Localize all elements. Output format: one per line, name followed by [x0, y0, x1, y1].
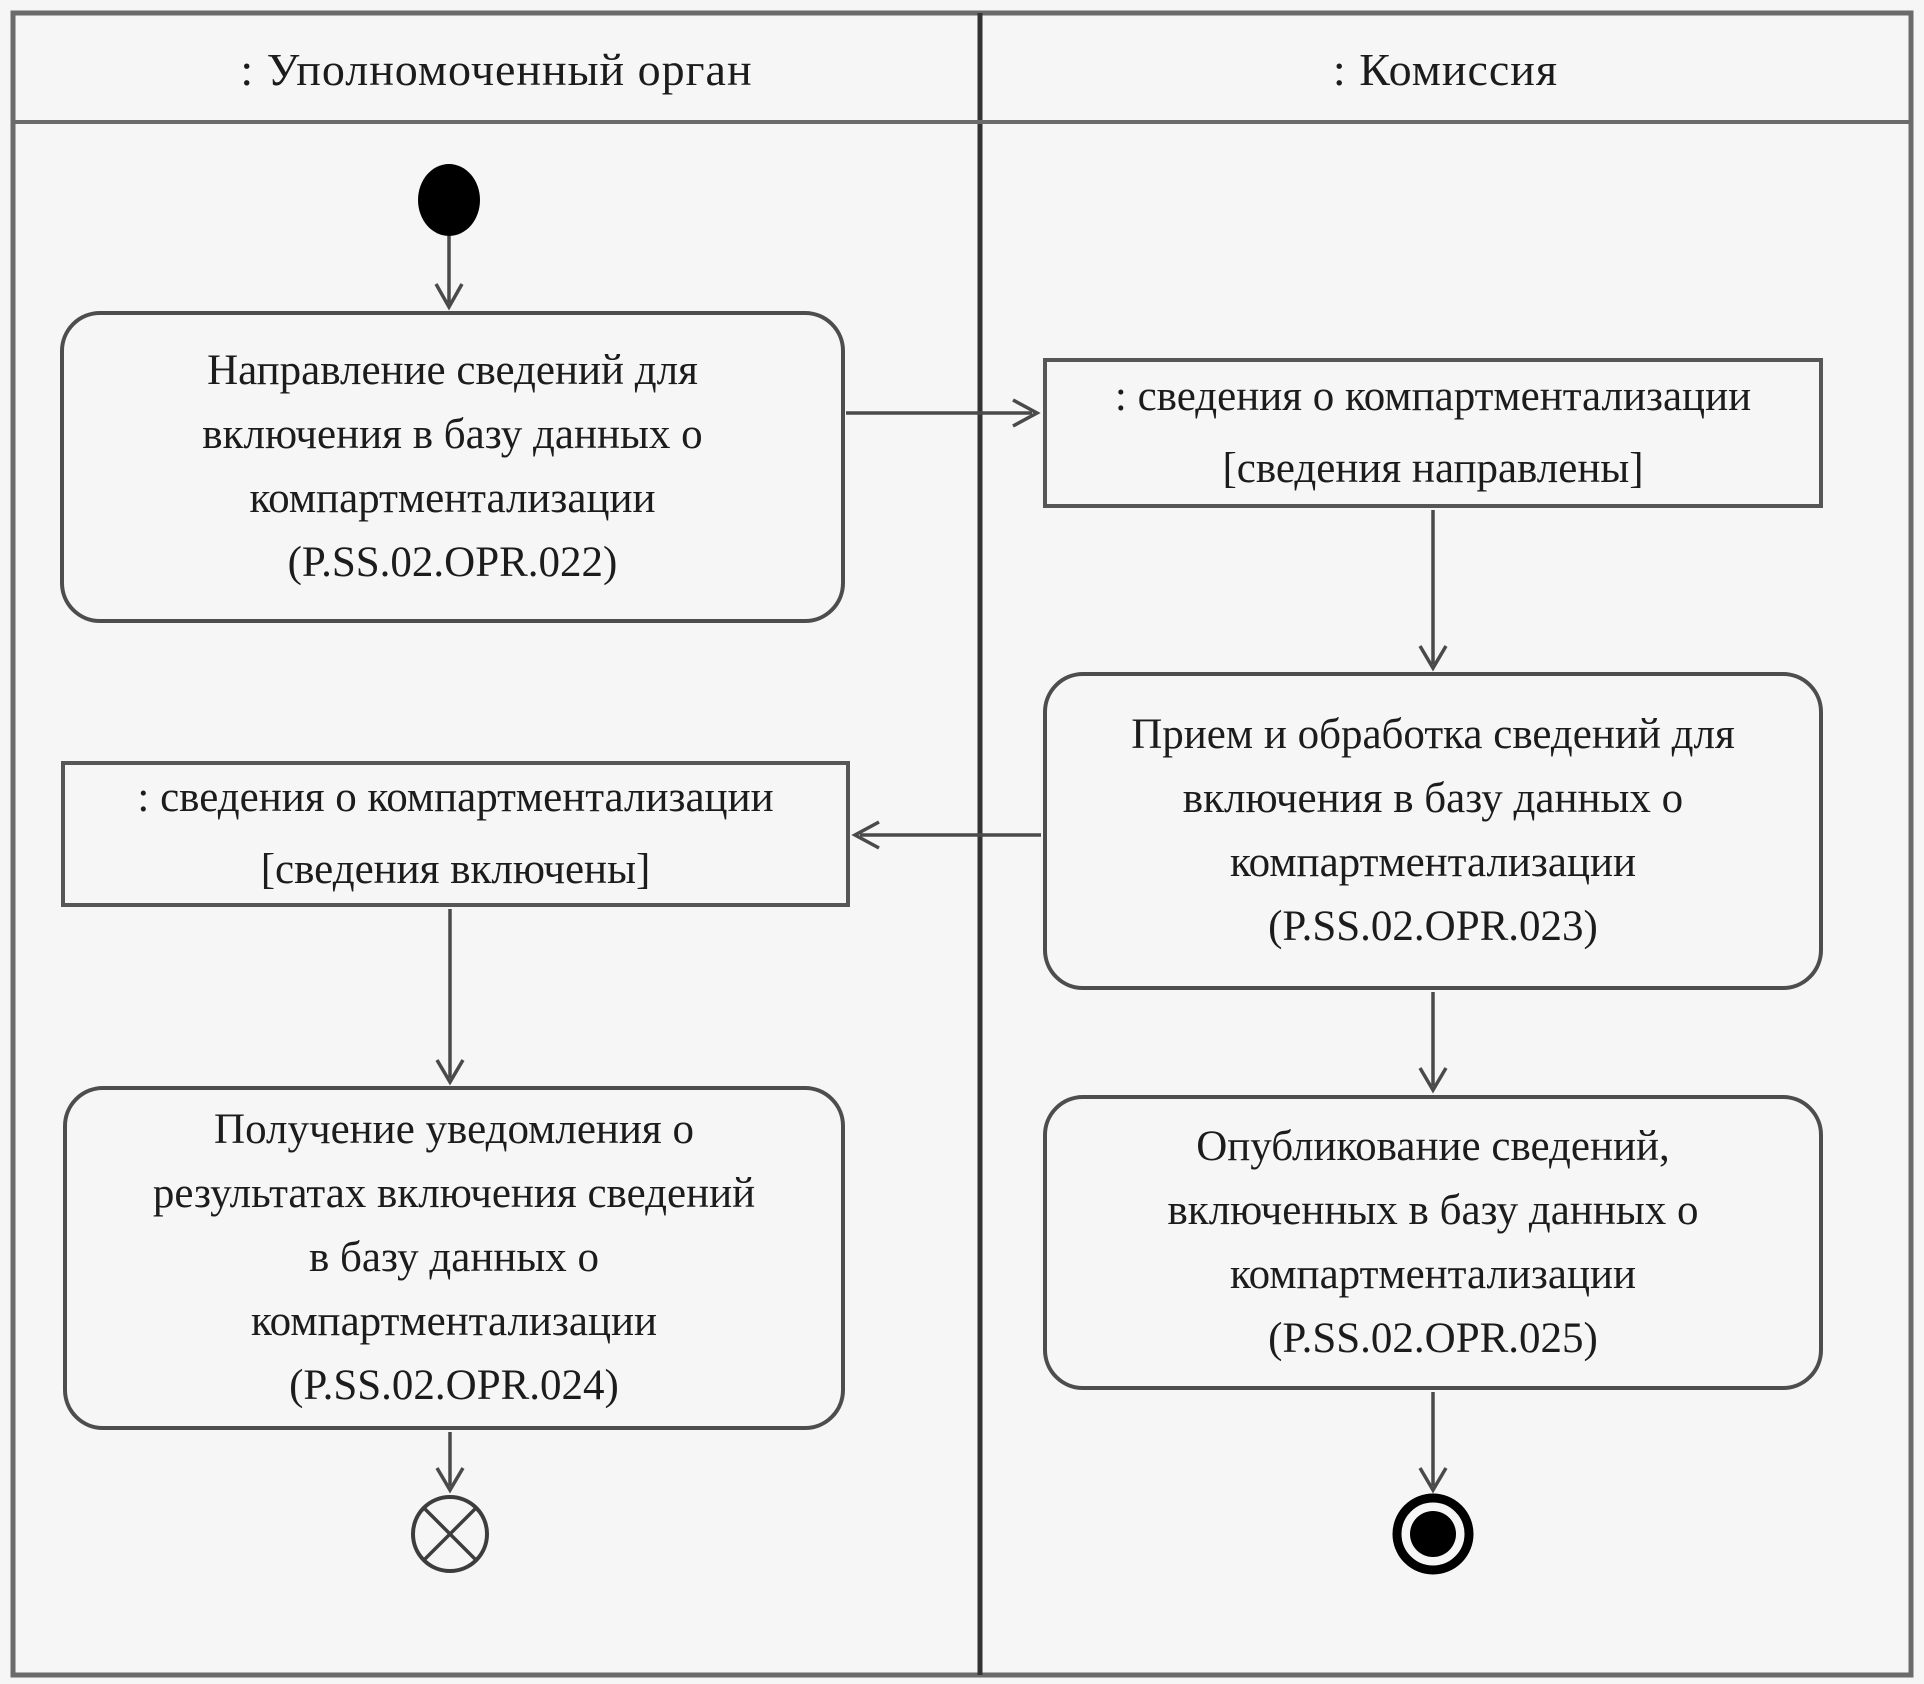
- activity-text-line: в базу данных о: [309, 1234, 599, 1281]
- activity-final-node-icon: [1392, 1493, 1474, 1575]
- arrowhead-down-icon: [1418, 645, 1448, 672]
- activity-text-line: включения в базу данных о: [202, 411, 703, 458]
- activity-text-line: компартментализации: [250, 1298, 658, 1345]
- object-text-line: [сведения включены]: [260, 846, 651, 893]
- activity-text-line: результатах включения сведений: [152, 1170, 756, 1217]
- edge-start-to-022: [434, 236, 464, 311]
- arrowhead-down-icon: [434, 283, 464, 311]
- object-text-line: : сведения о компартментализации: [137, 774, 774, 821]
- edge-023-to-025: [1418, 992, 1448, 1094]
- activity-text-line: (P.SS.02.OPR.022): [287, 539, 618, 586]
- edge-023-to-object-b: [851, 820, 1041, 850]
- activity-text-line: Прием и обработка сведений для: [1131, 711, 1735, 758]
- activity-text-line: компартментализации: [1229, 1250, 1637, 1298]
- activity-box-opr-022: Направление сведений для включения в баз…: [60, 311, 845, 623]
- arrowhead-right-icon: [1012, 398, 1041, 428]
- activity-text-line: Получение уведомления о: [214, 1106, 694, 1153]
- object-text-line: : сведения о компартментализации: [1114, 373, 1752, 420]
- swimlane-frame: [10, 10, 1914, 1678]
- edge-024-to-flow-final: [435, 1432, 465, 1494]
- activity-text-line: Направление сведений для: [207, 347, 698, 394]
- activity-box-opr-024: Получение уведомления о результатах вклю…: [63, 1086, 845, 1430]
- arrowhead-down-icon: [435, 1059, 465, 1086]
- arrowhead-down-icon: [1418, 1067, 1448, 1094]
- lane-header-authorized-body: : Уполномоченный орган: [13, 17, 980, 122]
- activity-box-opr-023: Прием и обработка сведений для включения…: [1043, 672, 1823, 990]
- edge-object-a-to-023: [1418, 510, 1448, 672]
- activity-text-line: (P.SS.02.OPR.023): [1268, 903, 1598, 950]
- edge-025-to-final: [1418, 1392, 1448, 1494]
- arrowhead-down-icon: [1418, 1467, 1448, 1494]
- activity-text-line: включения в базу данных о: [1182, 775, 1684, 822]
- arrowhead-left-icon: [851, 820, 880, 850]
- activity-text-line: Опубликование сведений,: [1196, 1122, 1670, 1170]
- lane-header-commission: : Комиссия: [980, 17, 1911, 122]
- lane-title: : Комиссия: [1332, 44, 1559, 95]
- start-node-icon: [418, 164, 480, 236]
- object-text-line: [сведения направлены]: [1222, 445, 1644, 492]
- edge-object-b-to-024: [435, 909, 465, 1086]
- activity-text-line: компартментализации: [1229, 839, 1637, 886]
- activity-text-line: компартментализации: [249, 475, 656, 522]
- activity-text-line: (P.SS.02.OPR.024): [289, 1362, 619, 1409]
- activity-text-line: включенных в базу данных о: [1167, 1186, 1699, 1234]
- object-node-svedeniya-vklyucheny: : сведения о компартментализации [сведен…: [61, 761, 850, 907]
- object-node-svedeniya-napravleny: : сведения о компартментализации [сведен…: [1043, 358, 1823, 508]
- edge-022-to-object-a: [846, 398, 1041, 428]
- activity-text-line: (P.SS.02.OPR.025): [1268, 1314, 1598, 1362]
- flow-final-node-icon: [411, 1495, 489, 1573]
- activity-box-opr-025: Опубликование сведений, включенных в баз…: [1043, 1095, 1823, 1390]
- arrowhead-down-icon: [435, 1467, 465, 1494]
- lane-title: : Уполномоченный орган: [240, 44, 753, 95]
